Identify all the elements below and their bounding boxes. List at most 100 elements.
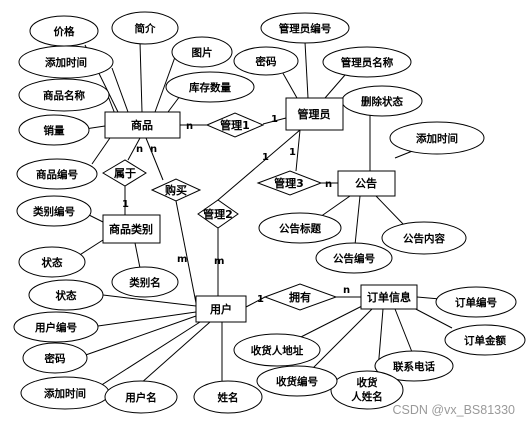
attribute-admin-code: 管理员编号 [260,12,350,44]
attribute-order-ship-code: 收货编号 [256,365,338,397]
svg-text:管理员: 管理员 [298,107,331,121]
card-manage2-user: m [214,256,224,267]
entity-order: 订单信息 [360,284,418,310]
card-manage3-notice: n [325,179,332,190]
attribute-user-code: 用户编号 [13,311,99,343]
watermark-text: CSDN @vx_BS81330 [393,403,516,417]
attribute-stock: 库存数量 [165,71,255,103]
entity-admin: 管理员 [285,97,344,131]
entity-user: 用户 [195,295,247,323]
attribute-user-realname: 姓名 [193,380,263,414]
relation-belong: 属于 [102,159,147,187]
svg-text:库存数量: 库存数量 [189,81,231,94]
card-manage2-admin: 1 [262,152,269,163]
svg-text:商品类别: 商品类别 [109,222,153,236]
attribute-user-status: 状态 [28,279,104,311]
svg-text:添加时间: 添加时间 [45,56,87,69]
attribute-category-status: 状态 [18,246,86,278]
card-have-user: 1 [257,294,264,305]
attribute-notice-content: 公告内容 [381,221,467,255]
svg-text:联系电话: 联系电话 [393,360,435,373]
attribute-order-receiver: 收货 人姓名 [330,370,404,410]
attribute-intro: 简介 [111,11,179,45]
svg-text:商品名称: 商品名称 [43,89,85,102]
attribute-notice-delete-status: 删除状态 [341,85,423,117]
svg-text:类别编号: 类别编号 [33,205,75,218]
attribute-product-name: 商品名称 [18,78,110,112]
attribute-order-phone: 联系电话 [374,350,454,382]
attribute-category-code: 类别编号 [16,195,92,227]
svg-text:管理员编号: 管理员编号 [279,22,332,35]
svg-text:价格: 价格 [54,25,75,38]
relation-buy: 购买 [150,178,202,202]
card-manage3-admin: 1 [289,147,296,158]
svg-text:公告编号: 公告编号 [333,252,375,265]
svg-text:订单金额: 订单金额 [464,334,506,347]
svg-text:姓名: 姓名 [218,391,239,404]
entity-category: 商品类别 [102,214,161,244]
attribute-admin-password: 密码 [233,46,299,76]
svg-text:添加时间: 添加时间 [416,132,458,145]
attribute-order-code: 订单编号 [435,286,517,318]
card-manage1-product: n [186,121,193,132]
svg-text:密码: 密码 [256,55,277,68]
attribute-admin-name: 管理员名称 [322,46,412,78]
attribute-product-add-time: 添加时间 [18,45,114,79]
svg-text:用户名: 用户名 [124,391,157,404]
svg-text:状态: 状态 [42,256,63,269]
attribute-price: 价格 [29,15,99,47]
card-have-order: n [343,285,350,296]
svg-text:拥有: 拥有 [289,290,311,304]
entity-notice: 公告 [337,170,396,197]
attribute-user-add-time: 添加时间 [20,376,110,410]
attribute-notice-code: 公告编号 [315,242,393,274]
svg-text:状态: 状态 [56,289,77,302]
relation-manage1: 管理1 [205,112,265,138]
svg-text:删除状态: 删除状态 [361,95,403,108]
attribute-order-amount: 订单金额 [444,324,526,356]
svg-text:密码: 密码 [45,352,66,365]
svg-text:销量: 销量 [44,124,65,137]
attribute-sales: 销量 [18,114,90,146]
attribute-notice-add-time: 添加时间 [389,121,485,155]
svg-text:收货人地址: 收货人地址 [251,344,304,357]
entity-product: 商品 [104,111,181,139]
attribute-user-username: 用户名 [104,380,178,414]
svg-text:收货编号: 收货编号 [276,375,318,388]
svg-text:管理2: 管理2 [203,207,233,221]
cardinality-labels: n 1 1 m 1 n n 1 n m 1 n [122,114,350,305]
receiver-line-2: 人姓名 [351,390,383,403]
svg-text:用户: 用户 [210,302,232,316]
card-belong-product: n [136,144,143,155]
svg-text:商品: 商品 [131,118,153,132]
attribute-product-code: 商品编号 [16,158,98,190]
svg-text:添加时间: 添加时间 [44,387,86,400]
relation-manage2: 管理2 [197,199,239,229]
svg-text:管理3: 管理3 [274,176,304,190]
svg-text:订单编号: 订单编号 [455,296,497,309]
attribute-notice-title: 公告标题 [258,212,342,244]
attribute-image: 图片 [171,36,233,68]
attribute-order-address: 收货人地址 [233,333,321,367]
attribute-user-password: 密码 [22,342,88,374]
svg-text:用户编号: 用户编号 [34,321,77,334]
card-manage1-admin: 1 [271,114,278,125]
attribute-category-name: 类别名 [111,266,179,298]
svg-text:公告标题: 公告标题 [279,222,321,235]
svg-text:订单信息: 订单信息 [367,290,411,304]
card-buy-user: m [177,254,187,265]
relation-have: 拥有 [263,283,338,311]
receiver-line-1: 收货 [357,376,378,389]
svg-text:公告内容: 公告内容 [403,232,445,245]
svg-text:管理1: 管理1 [220,118,250,132]
svg-text:图片: 图片 [192,46,213,59]
svg-text:类别名: 类别名 [129,276,161,289]
svg-text:简介: 简介 [135,22,156,35]
svg-text:购买: 购买 [165,183,187,197]
svg-text:管理员名称: 管理员名称 [341,56,394,69]
card-belong-category: 1 [122,199,129,210]
card-buy-product: n [150,144,157,155]
svg-text:商品编号: 商品编号 [36,168,78,181]
